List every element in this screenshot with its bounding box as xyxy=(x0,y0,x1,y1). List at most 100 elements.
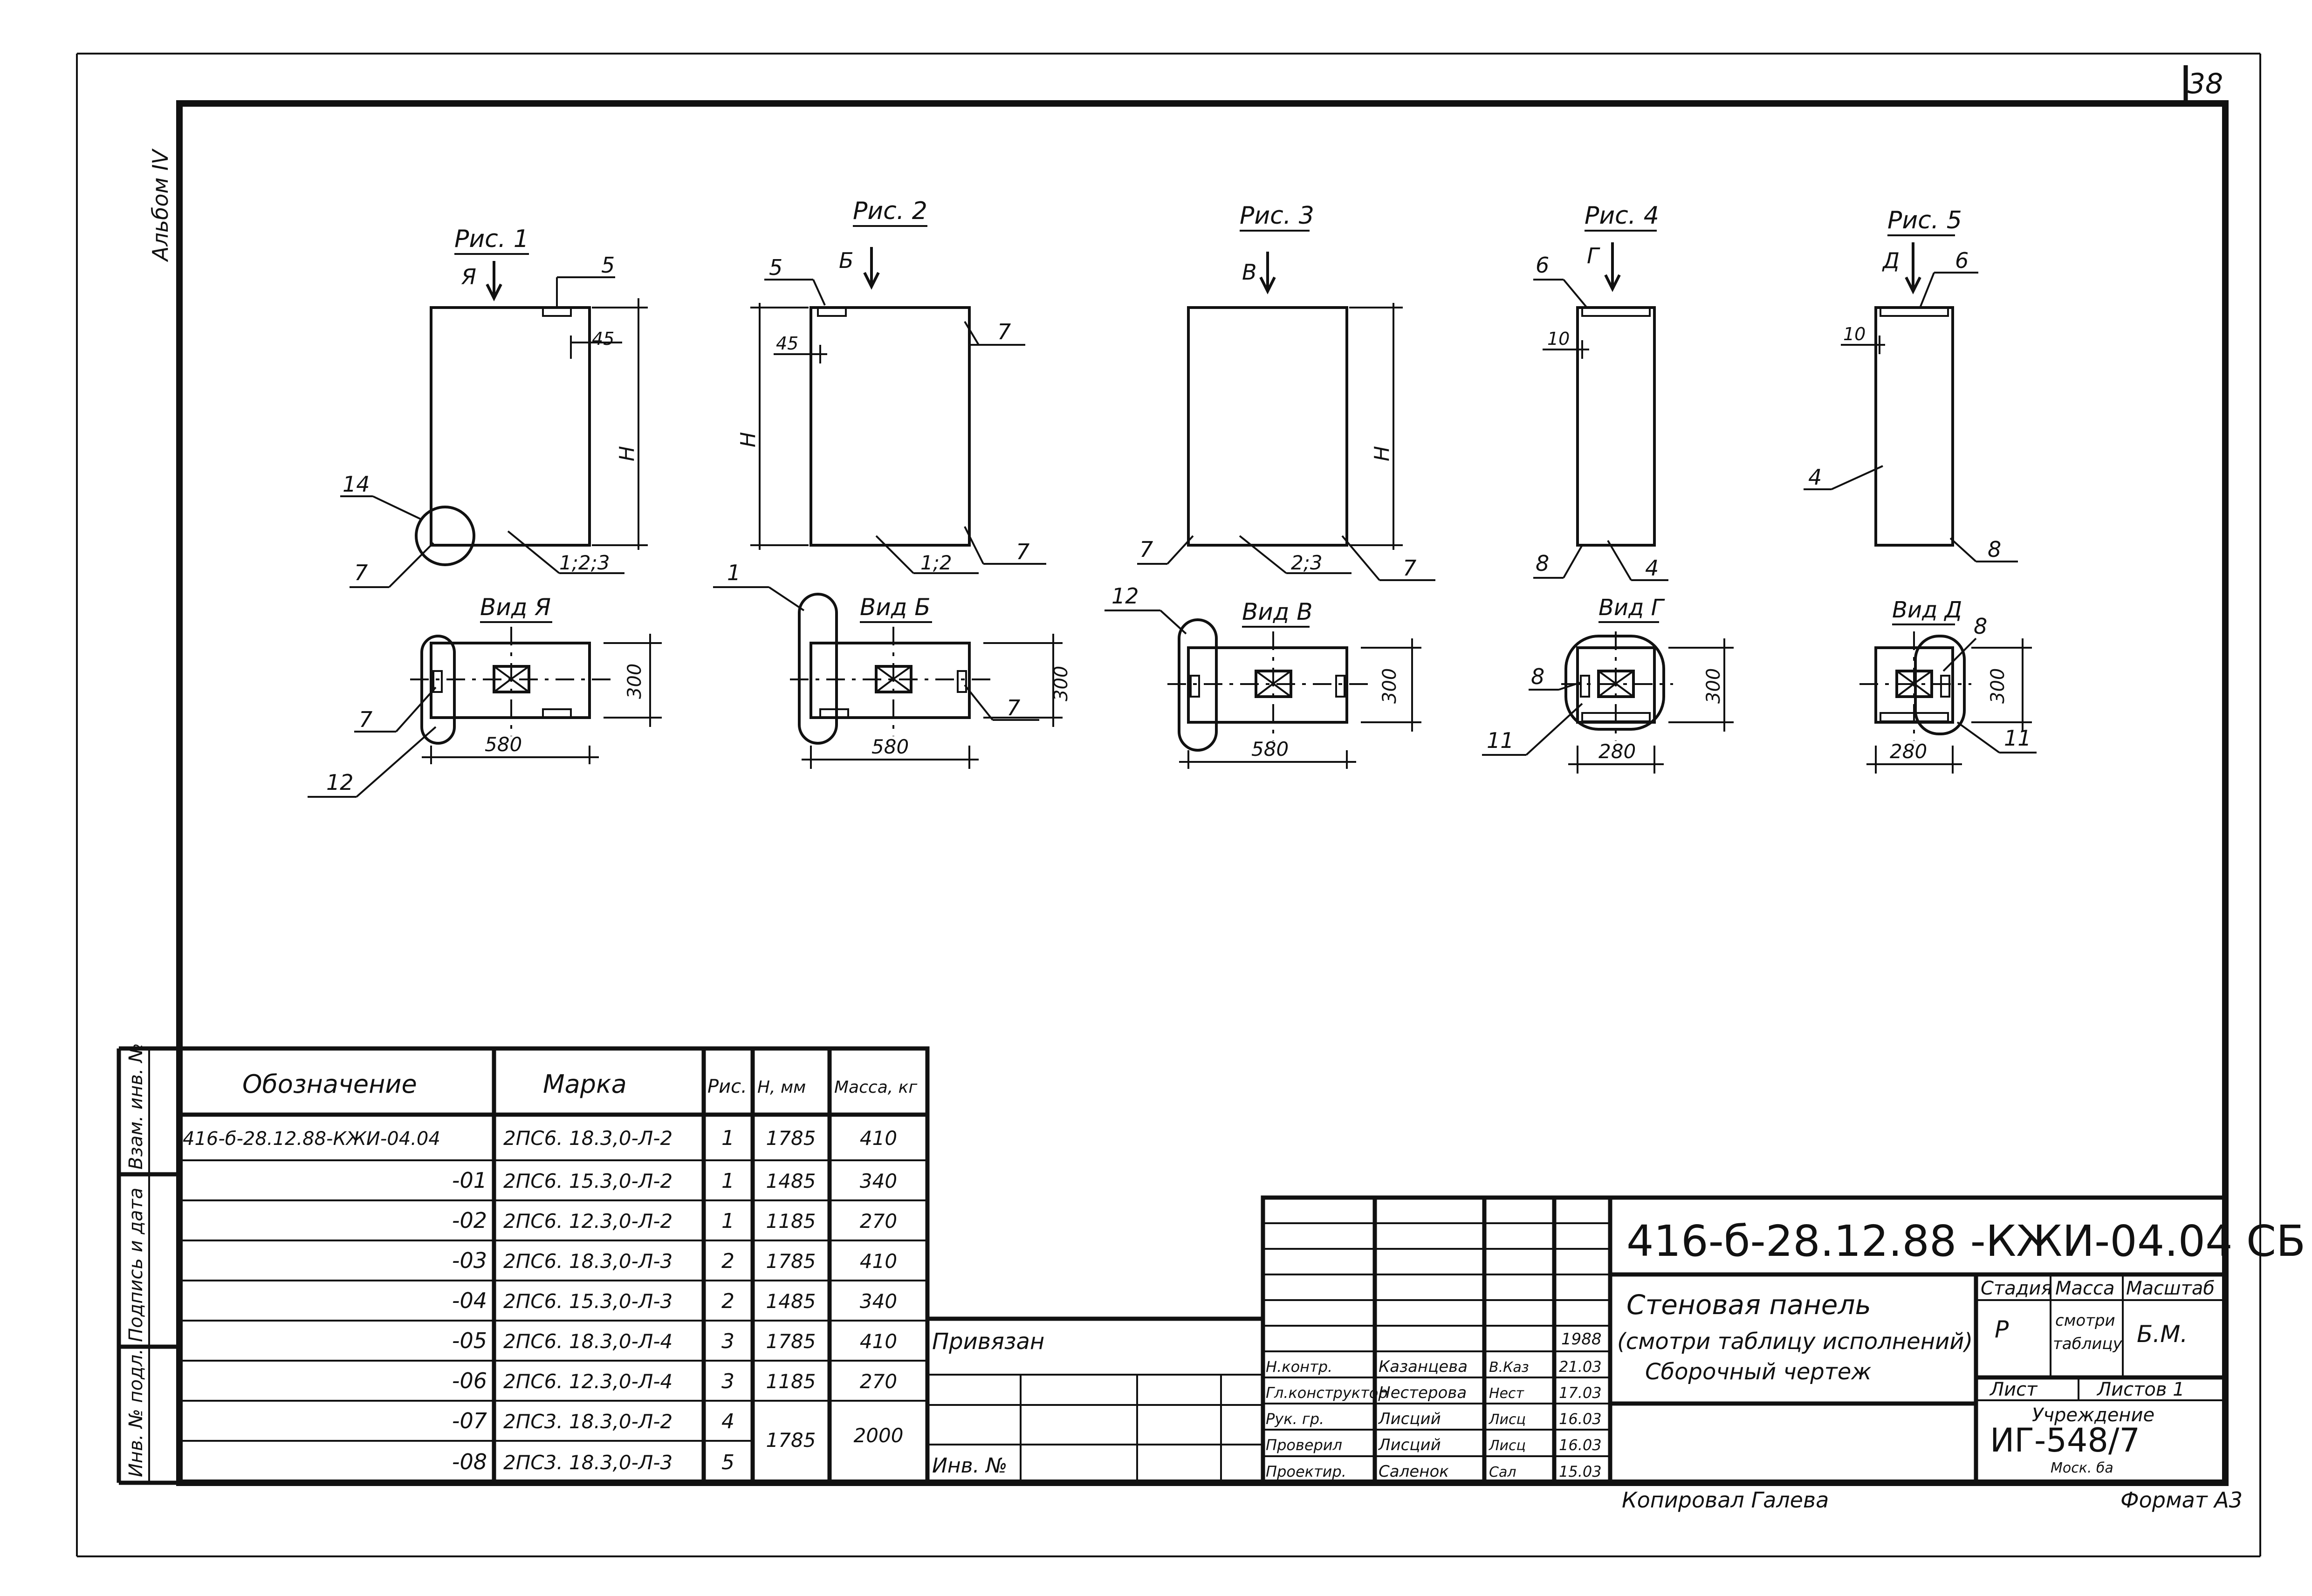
figure-4-callout-6: 6 xyxy=(1536,253,1549,278)
title-sheets-label: Листов 1 xyxy=(2096,1379,2185,1400)
figure-1-detail-circle xyxy=(415,506,475,566)
figure-3-view-body xyxy=(1187,646,1348,724)
spec-header-designation: Обозначение xyxy=(242,1069,417,1099)
sheet-number: 38 xyxy=(2188,68,2223,100)
figure-2-view-body xyxy=(810,642,971,719)
figure-2-title: Рис. 2 xyxy=(853,197,927,225)
title-mass-value-line-1: смотри xyxy=(2055,1311,2115,1330)
signature-role: Проверил xyxy=(1266,1436,1342,1454)
figure-1-arrow-label: Я xyxy=(461,264,476,289)
side-stamp-replace-label: Взам. инв. № xyxy=(125,1043,147,1170)
figure-2-view-height-label: 300 xyxy=(1050,666,1072,701)
binding-tied-label: Привязан xyxy=(932,1329,1044,1355)
figure-1-view-width-label: 580 xyxy=(485,733,522,756)
spec-cell-designation: -02 xyxy=(452,1208,487,1233)
figure-4-view-arrow xyxy=(1604,242,1621,292)
copied-by: Копировал Галева xyxy=(1622,1487,1829,1513)
figure-1-view-callout-12: 12 xyxy=(326,770,354,795)
spec-cell-designation: -06 xyxy=(452,1368,487,1393)
figure-2: Рис. 2 Б 5 7 45 Н 7 1;2 Вид Б xyxy=(713,197,1072,769)
spec-cell-designation: -04 xyxy=(452,1288,487,1313)
figure-5-view-callout-8: 8 xyxy=(1974,614,1987,639)
figure-5-callout-4: 4 xyxy=(1808,465,1822,490)
figure-4-title: Рис. 4 xyxy=(1585,202,1659,230)
figure-2-view-callout-7: 7 xyxy=(1007,695,1020,720)
signature-name: Казанцева xyxy=(1379,1357,1468,1376)
figure-4-callout-10: 10 xyxy=(1547,329,1570,349)
spec-cell-mark: 2ПС6. 12.3,0-Л-4 xyxy=(503,1370,672,1393)
figure-4-view-width-label: 280 xyxy=(1599,740,1636,763)
title-sheet-label: Лист xyxy=(1989,1379,2038,1400)
spec-cell-height: 1185 xyxy=(766,1370,816,1393)
spec-cell-mark: 2ПС6. 18.3,0-Л-2 xyxy=(503,1127,672,1150)
figure-4-view-height-label: 300 xyxy=(1703,668,1724,704)
figure-5-callout-10: 10 xyxy=(1843,324,1866,344)
figure-2-view-arrow xyxy=(863,247,880,290)
figure-2-panel xyxy=(810,306,971,547)
figure-2-callout-1: 1 xyxy=(727,560,741,585)
signature-date: 17.03 xyxy=(1559,1384,1602,1402)
spec-cell-height: 1485 xyxy=(766,1290,816,1313)
figure-1-view-detail-loop xyxy=(420,635,456,745)
figure-1-title: Рис. 1 xyxy=(454,225,529,253)
figure-3-view-arrow xyxy=(1259,252,1276,295)
figure-1-panel xyxy=(430,306,591,547)
title-scale-header: Масштаб xyxy=(2126,1278,2215,1299)
spec-cell-designation: -05 xyxy=(452,1328,487,1353)
figure-1: Рис. 1 Я 5 45 Н 14 7 1;2;3 Вид Я xyxy=(308,225,662,798)
spec-cell-mass: 410 xyxy=(860,1330,897,1353)
figure-3: Рис. 3 В Н 7 2;3 7 Вид В 12 xyxy=(1105,202,1435,769)
title-year: 1988 xyxy=(1561,1330,1602,1349)
signature-sign: В.Каз xyxy=(1489,1359,1529,1376)
title-name-line-1: Стеновая панель xyxy=(1626,1289,1871,1321)
title-mass-value-line-2: таблицу xyxy=(2053,1335,2123,1353)
signature-date: 16.03 xyxy=(1559,1410,1602,1428)
spec-cell-designation: -01 xyxy=(452,1168,487,1193)
title-mass-header: Масса xyxy=(2055,1278,2115,1299)
album-label: Альбом IV xyxy=(148,148,173,262)
figure-5-panel xyxy=(1874,306,1954,547)
figure-1-callout-45: 45 xyxy=(592,329,614,349)
figure-5-view-detail-loop xyxy=(1914,635,1966,735)
figure-2-view-width-label: 580 xyxy=(871,735,909,758)
side-stamp-sign-label: Подпись и дата xyxy=(125,1188,147,1342)
side-stamp-inv-label: Инв. № подл. xyxy=(125,1349,147,1477)
spec-cell-height: 1485 xyxy=(766,1170,816,1192)
figure-1-view-height-label: 300 xyxy=(624,664,645,699)
signature-sign: Нест xyxy=(1489,1385,1525,1402)
figure-3-view-height-label: 300 xyxy=(1379,668,1400,704)
spec-cell-mark: 2ПС6. 15.3,0-Л-3 xyxy=(503,1290,672,1313)
figure-3-height-label: Н xyxy=(1370,446,1394,461)
spec-cell-mass: 340 xyxy=(860,1290,897,1313)
signature-role: Рук. гр. xyxy=(1266,1410,1324,1428)
figure-2-callout-7-top: 7 xyxy=(997,319,1011,344)
signature-date: 21.03 xyxy=(1559,1358,1602,1376)
figure-4-view-title: Вид Г xyxy=(1599,595,1665,621)
figure-5-callout-8: 8 xyxy=(1988,537,2001,562)
figure-4-arrow-label: Г xyxy=(1587,243,1600,268)
figure-4-callout-4: 4 xyxy=(1645,555,1659,581)
title-org-line-2: ИГ-548/7 xyxy=(1990,1421,2140,1459)
spec-cell-figure: 1 xyxy=(721,1169,734,1193)
title-block-left-grid xyxy=(1263,1198,1612,1483)
figure-3-panel xyxy=(1187,306,1348,547)
title-designation: 416-б-28.12.88 -КЖИ-04.04 СБ xyxy=(1626,1216,2305,1266)
figure-2-callout-7-bottom: 7 xyxy=(1016,539,1029,564)
spec-cell-mark: 2ПС6. 12.3,0-Л-2 xyxy=(503,1210,672,1233)
figure-5-view-arrow xyxy=(1905,242,1921,295)
title-block: 416-б-28.12.88 -КЖИ-04.04 СБ Стеновая па… xyxy=(1261,1195,2305,1485)
spec-table-row-lines xyxy=(179,1159,927,1442)
spec-cell-height: 1785 xyxy=(766,1330,816,1353)
figure-5-view-height-label: 300 xyxy=(1987,668,2009,704)
figure-4-callout-8: 8 xyxy=(1536,551,1549,576)
spec-header-height: Н, мм xyxy=(757,1078,806,1097)
spec-cell-mark: 2ПС3. 18.3,0-Л-2 xyxy=(503,1410,672,1433)
